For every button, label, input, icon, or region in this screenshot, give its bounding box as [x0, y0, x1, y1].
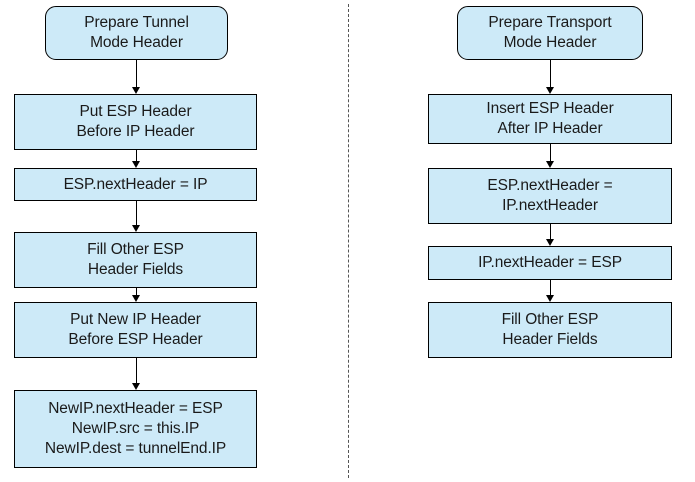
node-text-line: Put ESP Header: [79, 103, 192, 121]
fill-other-esp-header-fields-node[interactable]: Fill Other ESP Header Fields: [428, 302, 672, 358]
arrow-shaft: [136, 60, 137, 88]
arrow-head-icon: [546, 161, 555, 168]
arrow-put-esp-to-esp-nextheader: [132, 150, 141, 168]
arrow-head-icon: [132, 161, 141, 168]
arrow-head-icon: [132, 295, 141, 302]
arrow-shaft: [550, 144, 551, 162]
arrow-transport-start-to-insert-esp: [546, 60, 555, 94]
arrow-shaft: [550, 60, 551, 88]
node-text-line: IP.nextHeader: [502, 197, 598, 214]
node-text-line: Before IP Header: [76, 123, 195, 140]
node-text-line: Before ESP Header: [68, 331, 203, 348]
node-text-line: Put New IP Header: [70, 311, 201, 329]
arrow-tunnel-start-to-put-esp: [132, 60, 141, 94]
node-text-line: NewIP.dest = tunnelEnd.IP: [44, 439, 227, 457]
arrow-head-icon: [132, 383, 141, 390]
node-text-line: Insert ESP Header: [486, 100, 614, 118]
arrow-head-icon: [546, 87, 555, 94]
node-text-line: NewIP.nextHeader = ESP: [48, 400, 223, 418]
node-text-line: Prepare Tunnel: [84, 14, 189, 32]
node-text-line: Prepare Transport: [488, 14, 612, 32]
arrow-shaft: [550, 224, 551, 240]
node-text-line: IP.nextHeader = ESP: [478, 254, 622, 272]
node-text-line: NewIP.src = this.IP: [71, 420, 200, 438]
arrow-esp-nextheader-to-fill-other: [132, 201, 141, 232]
vertical-dashed-divider: [348, 4, 349, 478]
node-text-line: Mode Header: [503, 34, 597, 51]
arrow-fill-other-to-put-new-ip: [132, 288, 141, 302]
fill-other-esp-header-fields-node[interactable]: Fill Other ESP Header Fields: [14, 232, 257, 288]
node-text-line: Header Fields: [87, 261, 184, 278]
esp-nextheader-equals-ip-node[interactable]: ESP.nextHeader = IP: [14, 168, 257, 201]
arrow-insert-esp-to-esp-nextheader: [546, 144, 555, 168]
arrow-ip-nextheader-to-fill-other: [546, 280, 555, 302]
arrow-head-icon: [132, 225, 141, 232]
node-text-line: After IP Header: [497, 120, 603, 137]
node-text-line: Mode Header: [90, 34, 183, 51]
arrow-head-icon: [546, 239, 555, 246]
arrow-esp-nextheader-to-ip-nextheader: [546, 224, 555, 246]
arrow-shaft: [136, 150, 137, 162]
arrow-shaft: [136, 358, 137, 384]
node-text-line: Header Fields: [502, 331, 598, 348]
esp-nextheader-equals-ip-nextheader-node[interactable]: ESP.nextHeader = IP.nextHeader: [428, 168, 672, 224]
arrow-put-new-ip-to-newip-fields: [132, 358, 141, 390]
arrow-head-icon: [546, 295, 555, 302]
arrow-shaft: [136, 201, 137, 226]
ip-nextheader-equals-esp-node[interactable]: IP.nextHeader = ESP: [428, 246, 672, 280]
arrow-shaft: [136, 288, 137, 296]
arrow-shaft: [550, 280, 551, 296]
node-text-line: ESP.nextHeader =: [487, 177, 613, 195]
node-text-line: Fill Other ESP: [501, 311, 599, 329]
arrow-head-icon: [132, 87, 141, 94]
newip-header-field-assignments-node[interactable]: NewIP.nextHeader = ESP NewIP.src = this.I…: [14, 390, 257, 468]
node-text-line: Fill Other ESP: [87, 241, 184, 259]
node-text-line: ESP.nextHeader = IP: [63, 175, 208, 193]
